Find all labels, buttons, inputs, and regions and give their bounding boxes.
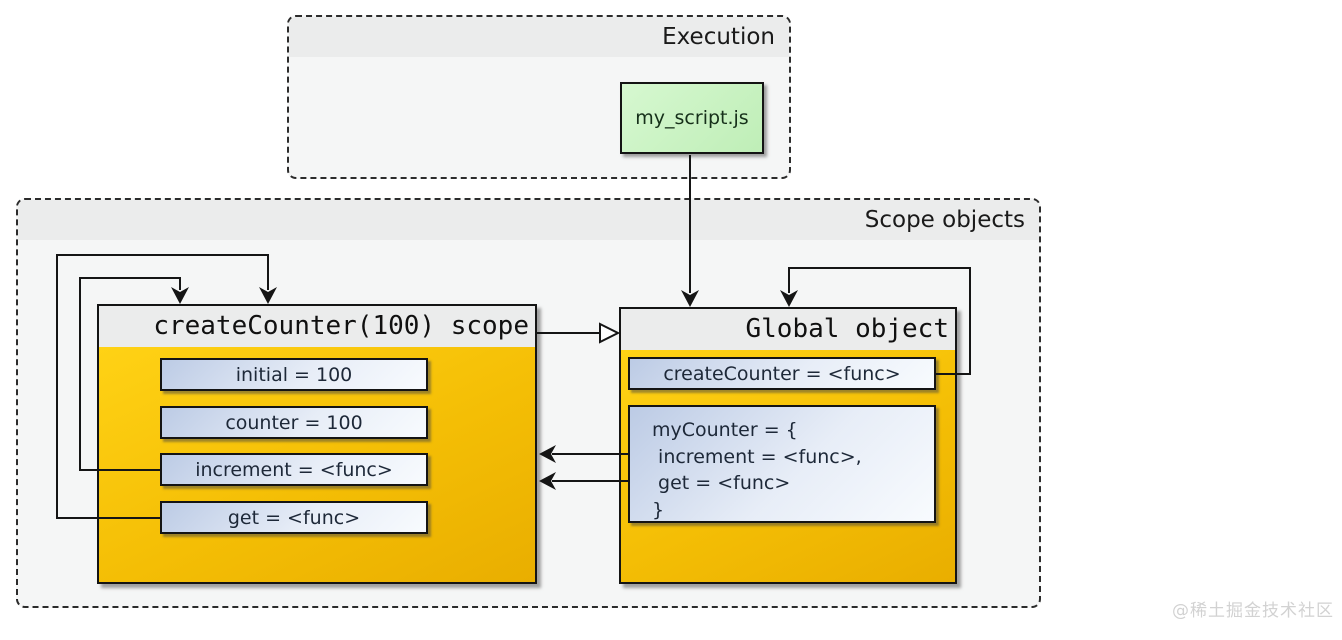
member-my-counter: myCounter = { increment = <func>, get = … bbox=[628, 405, 936, 523]
watermark: @稀土掘金技术社区 bbox=[1172, 601, 1334, 621]
global-object-frame: Global object createCounter = <func> myC… bbox=[619, 307, 957, 584]
scope-objects-group-header bbox=[18, 200, 1039, 240]
my-script-node: my_script.js bbox=[620, 82, 764, 154]
member-counter: counter = 100 bbox=[160, 406, 428, 439]
member-initial: initial = 100 bbox=[160, 358, 428, 391]
execution-group-header bbox=[289, 17, 789, 57]
member-create-counter: createCounter = <func> bbox=[628, 357, 936, 390]
create-counter-scope-title: createCounter(100) scope bbox=[153, 311, 529, 341]
member-increment: increment = <func> bbox=[160, 453, 428, 486]
execution-group-title: Execution bbox=[662, 24, 775, 50]
create-counter-scope-frame: createCounter(100) scope initial = 100 c… bbox=[97, 304, 537, 584]
scope-objects-group-title: Scope objects bbox=[864, 207, 1025, 233]
global-object-title: Global object bbox=[745, 314, 950, 344]
member-get: get = <func> bbox=[160, 501, 428, 534]
